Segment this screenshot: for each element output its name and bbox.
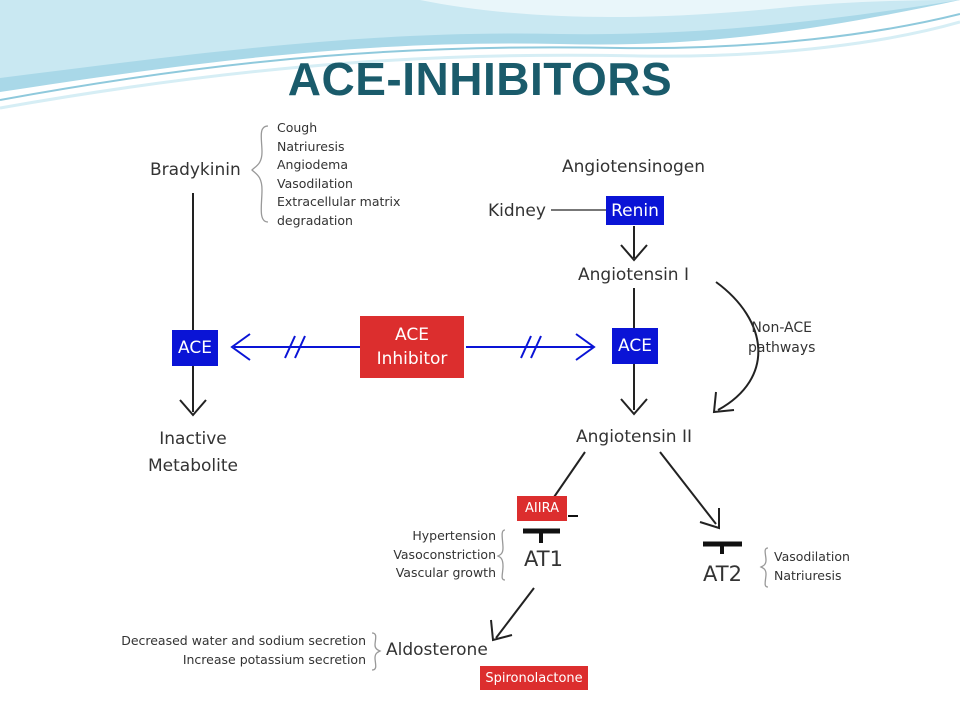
ace-right-box: ACE bbox=[612, 328, 658, 364]
bradykinin-effects: Cough Natriuresis Angiodema Vasodilation… bbox=[277, 119, 400, 230]
ace-left-box: ACE bbox=[172, 330, 218, 366]
arrowhead-aldosterone bbox=[490, 619, 513, 642]
bradykinin-label: Bradykinin bbox=[150, 160, 241, 180]
inhibitor-block-left-2 bbox=[294, 335, 306, 359]
effect-extracellular-matrix: Extracellular matrix bbox=[277, 194, 401, 209]
header-wave-decoration bbox=[0, 0, 960, 110]
inhibitor-block-right-1 bbox=[520, 335, 532, 359]
connector-non-ace-curve bbox=[715, 281, 760, 411]
ace-inhibitor-line-2: Inhibitor bbox=[376, 349, 448, 369]
arrowhead-ang1 bbox=[620, 244, 648, 262]
effect-natriuresis: Natriuresis bbox=[277, 138, 345, 154]
inhibitor-arrowhead-left bbox=[230, 333, 251, 361]
effect-decreased-water-sodium: Decreased water and sodium secretion bbox=[121, 633, 366, 648]
non-ace-line-2: pathways bbox=[748, 340, 816, 356]
at1-label: AT1 bbox=[524, 547, 563, 571]
renin-box: Renin bbox=[606, 196, 664, 225]
effect-angiodema: Angiodema bbox=[277, 157, 348, 172]
effect-degradation: degradation bbox=[277, 212, 353, 228]
non-ace-line-1: Non-ACE bbox=[751, 320, 813, 336]
angiotensin-1-label: Angiotensin I bbox=[578, 265, 689, 285]
effect-vascular-growth: Vascular growth bbox=[395, 565, 496, 580]
effect-increase-potassium: Increase potassium secretion bbox=[182, 651, 366, 667]
ace-inhibitor-box: ACE Inhibitor bbox=[360, 316, 464, 378]
effect-cough: Cough bbox=[277, 120, 318, 135]
brace-at1 bbox=[496, 529, 506, 581]
inactive-metabolite-label: Inactive Metabolite bbox=[140, 426, 246, 480]
brace-bradykinin bbox=[251, 125, 269, 223]
connector-ang2-at1 bbox=[551, 451, 586, 501]
effect-hypertension: Hypertension bbox=[412, 528, 496, 543]
at1-effects: Hypertension Vasoconstriction Vascular g… bbox=[385, 527, 496, 583]
at2-effects: Vasodilation Natriuresis bbox=[774, 548, 850, 585]
non-ace-pathways-label: Non-ACE pathways bbox=[748, 318, 815, 358]
spironolactone-box: Spironolactone bbox=[480, 666, 588, 690]
connector-ang2-at2 bbox=[659, 451, 717, 525]
kidney-label: Kidney bbox=[488, 201, 546, 221]
aldosterone-label: Aldosterone bbox=[386, 640, 488, 660]
inactive-line: Inactive bbox=[159, 429, 227, 449]
aiira-box: AIIRA bbox=[517, 496, 567, 521]
arrowhead-ang2 bbox=[620, 398, 648, 416]
inhibitor-block-left-1 bbox=[284, 335, 296, 359]
arrowhead-non-ace bbox=[712, 391, 735, 414]
effect-natriuresis-at2: Natriuresis bbox=[774, 567, 842, 583]
brace-aldosterone bbox=[371, 632, 382, 671]
at2-label: AT2 bbox=[703, 562, 742, 586]
effect-vasoconstriction: Vasoconstriction bbox=[393, 546, 496, 562]
angiotensinogen-label: Angiotensinogen bbox=[562, 157, 705, 177]
metabolite-line: Metabolite bbox=[148, 456, 238, 476]
ace-inhibitor-line-1: ACE bbox=[395, 325, 429, 345]
page-title: ACE-INHIBITORS bbox=[287, 53, 673, 105]
arrowhead-inactive bbox=[179, 399, 207, 417]
connector-at1-aldosterone bbox=[495, 587, 535, 639]
inhibitor-block-right-2 bbox=[530, 335, 542, 359]
angiotensin-2-label: Angiotensin II bbox=[576, 427, 693, 447]
effect-vasodilation-at2: Vasodilation bbox=[774, 549, 850, 564]
brace-at2 bbox=[759, 547, 769, 588]
effect-vasodilation: Vasodilation bbox=[277, 175, 353, 191]
arrowhead-at2 bbox=[699, 508, 720, 530]
inhibitor-arrowhead-right bbox=[575, 333, 596, 361]
aldosterone-effects: Decreased water and sodium secretion Inc… bbox=[110, 632, 366, 669]
